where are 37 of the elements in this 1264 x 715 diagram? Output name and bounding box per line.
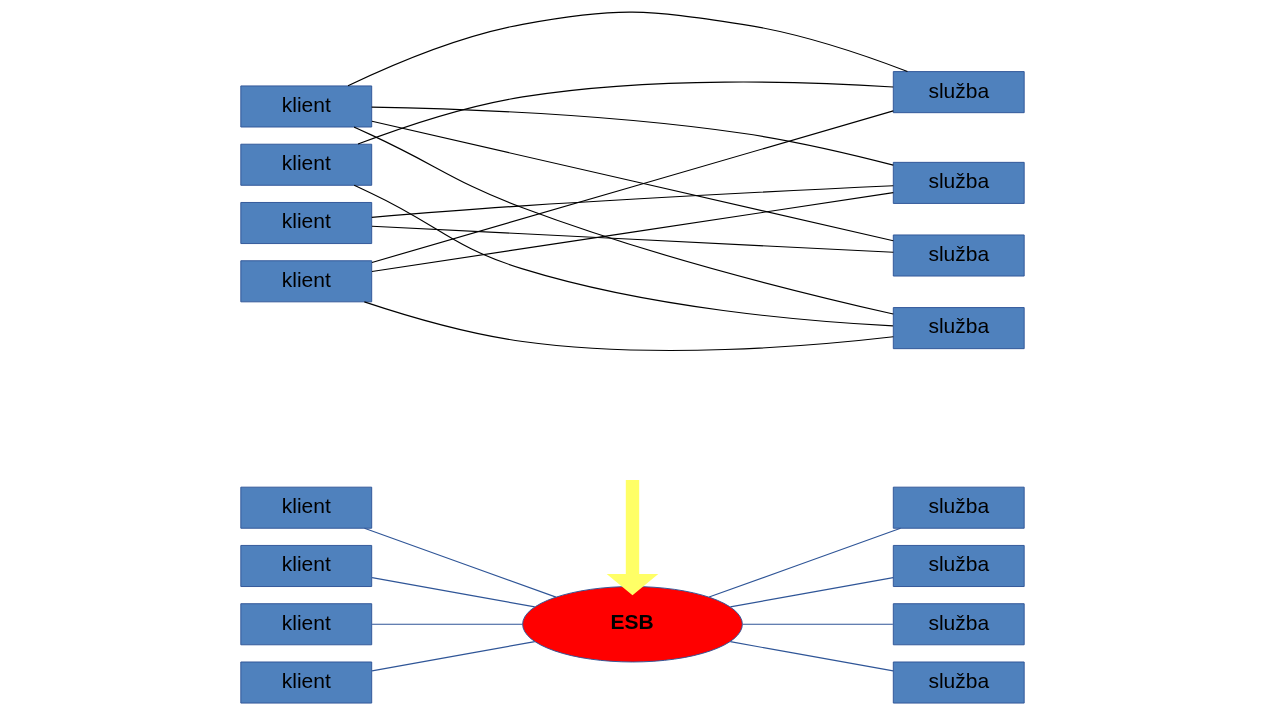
node-box: služba	[892, 486, 1025, 529]
connector	[729, 641, 894, 672]
connector	[370, 120, 894, 242]
connector	[346, 11, 908, 87]
node-box: klient	[239, 143, 372, 186]
arrow	[606, 480, 658, 596]
node-box: klient	[239, 85, 372, 128]
connector	[356, 81, 894, 145]
connector	[708, 527, 901, 598]
node-box: klient	[239, 202, 372, 245]
node-box: služba	[892, 71, 1025, 114]
node-box: služba	[892, 661, 1025, 704]
connector	[353, 184, 894, 327]
node-box: klient	[239, 544, 372, 587]
connector	[363, 301, 894, 351]
node-box: klient	[239, 260, 372, 303]
connector	[370, 185, 894, 218]
connector	[371, 641, 535, 672]
node-ellipse: ESB	[521, 586, 743, 663]
node-box: klient	[239, 603, 372, 646]
connector	[353, 126, 894, 315]
node-box: služba	[892, 307, 1025, 350]
node-box: klient	[239, 661, 372, 704]
node-box: služba	[892, 234, 1025, 277]
node-box: služba	[892, 161, 1025, 204]
connector	[370, 192, 894, 273]
connector	[729, 577, 894, 608]
connector	[371, 623, 523, 625]
connector	[370, 225, 894, 253]
connector	[371, 577, 535, 608]
connector	[741, 623, 893, 625]
connector	[370, 110, 894, 264]
node-box: služba	[892, 603, 1025, 646]
node-box: služba	[892, 544, 1025, 587]
connector	[363, 527, 557, 598]
node-box: klient	[239, 486, 372, 529]
connector	[370, 106, 894, 166]
